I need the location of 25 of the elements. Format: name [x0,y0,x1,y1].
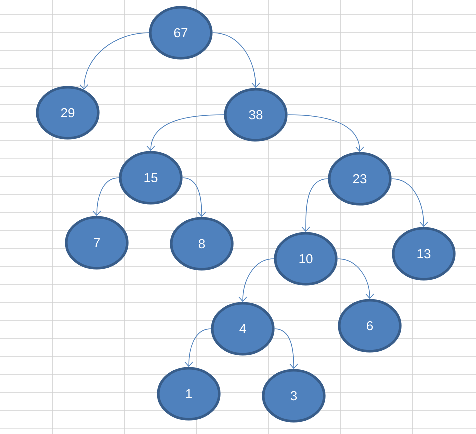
arrow [287,114,364,152]
arrow [238,258,275,302]
tree-node: 15 [119,151,183,205]
tree-node: 13 [392,227,456,281]
arrow [92,178,120,216]
arrow [212,32,260,88]
tree-node: 6 [338,299,402,353]
arrow [274,328,298,370]
tree-node: 4 [211,302,275,356]
arrow [184,328,212,368]
tree-node: 8 [170,217,234,271]
tree-node: 29 [36,86,100,140]
arrow [302,178,329,232]
tree-node: 38 [224,88,288,142]
tree-node: 67 [149,6,213,60]
arrow [337,258,374,300]
arrow [146,114,225,152]
tree-node: 10 [274,232,338,286]
tree-node: 7 [65,216,129,270]
arrow [182,178,206,218]
tree-node: 1 [157,367,221,421]
arrow [80,32,150,90]
arrow [391,178,428,228]
tree-node: 23 [328,152,392,206]
tree-node: 3 [262,369,326,423]
